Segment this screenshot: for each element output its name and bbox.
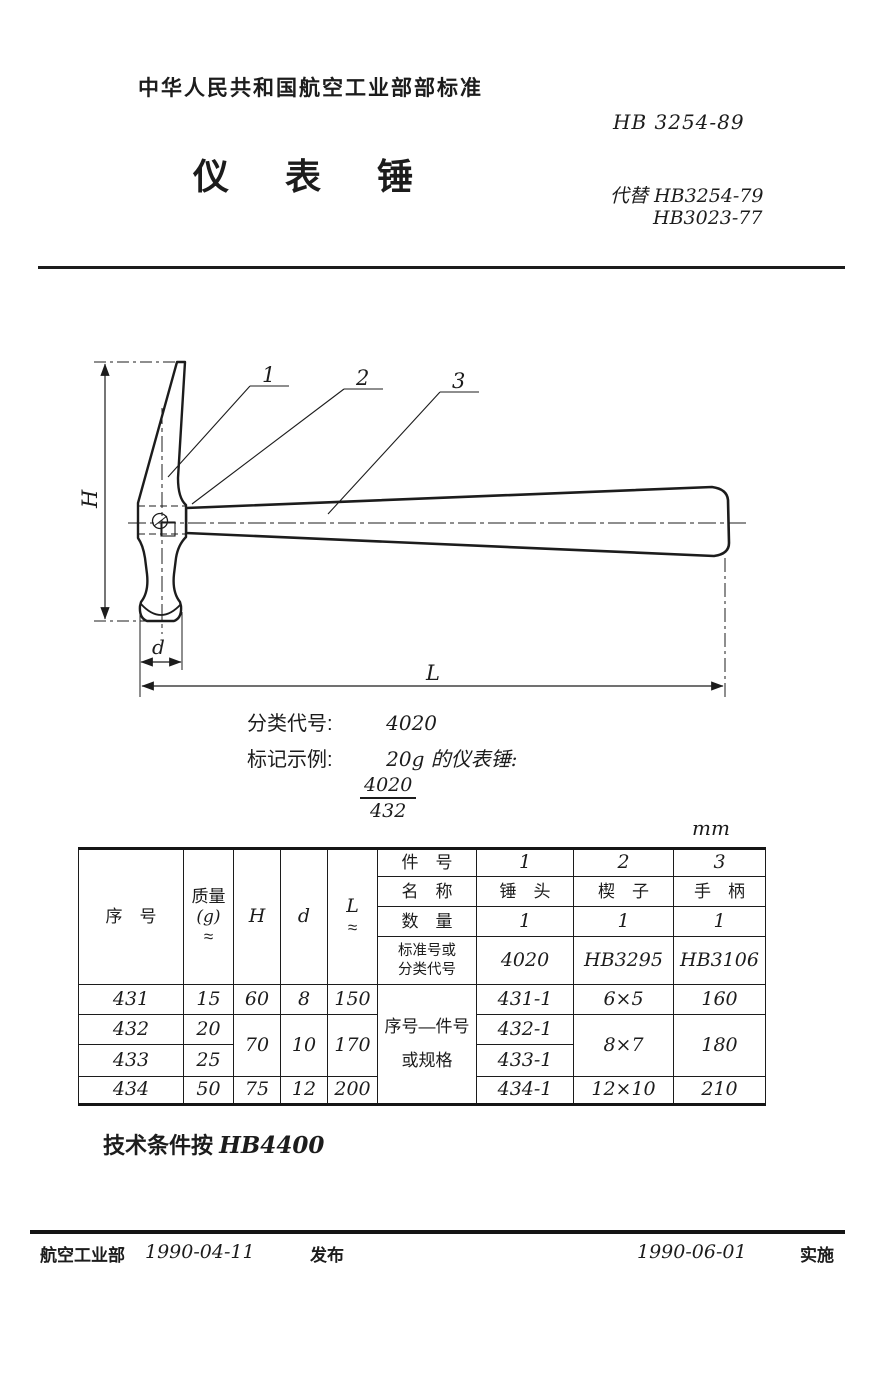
footer-implementation-date: 1990-06-01 [637,1241,747,1263]
d-dimension-label: d [152,635,165,659]
marking-example-text: 20g 的仪表锤: [386,747,518,771]
table-row-part-no: 序 号 质量 (g) ≈ H d L ≈ 件 号 1 2 3 [78,848,766,985]
standard-number: HB 3254-89 [613,110,745,134]
part-name-2: 楔 子 [573,876,674,907]
col-header-serial: 序 号 [78,848,184,985]
callout-1-label: 1 [262,363,275,387]
technical-conditions-note: 技术条件按 HB4400 [103,1128,324,1160]
marking-example-line: 标记示例: 20g 的仪表锤: [247,743,517,772]
row-header-part-no: 件 号 [377,848,477,877]
technical-conditions-label: 技术条件按 [103,1133,214,1158]
h-dimension-label: H [78,489,102,509]
part-432-1: 432-1 [476,1014,574,1045]
d-431: 8 [280,984,328,1015]
col-header-d: d [280,848,328,985]
footer-issuer: 航空工业部 [40,1246,125,1265]
callout-2-leader [191,388,345,505]
col-header-mass: 质量 (g) ≈ [183,848,234,985]
ministry-standard-heading: 中华人民共和国航空工业部部标准 [138,77,483,100]
serial-432: 432 [78,1014,184,1045]
row-header-standard-no: 标准号或 分类代号 [377,936,477,985]
table-row-433: 433 25 433-1 [78,1044,766,1077]
mass-433: 25 [183,1044,234,1077]
hammer-head-outline [136,360,188,623]
h-431: 60 [233,984,281,1015]
mass-432: 20 [183,1014,234,1045]
mass-431: 15 [183,984,234,1015]
eye-hole-circle [151,512,169,530]
part-no-2: 2 [573,848,674,877]
marking-fraction-numerator: 4020 [360,774,417,799]
part-no-3: 3 [673,848,766,877]
document-title: 仪表锤 [193,156,470,197]
spec-column-label: 序号—件号 或规格 [377,984,477,1105]
eye-cross-mark [153,515,168,527]
part-std-1: 4020 [476,936,574,985]
specification-table: 序 号 质量 (g) ≈ H d L ≈ 件 号 1 2 3 名 称 锤 头 楔… [78,847,766,1106]
mass-434: 50 [183,1076,234,1105]
col-header-l: L ≈ [327,848,378,985]
table-row-qty: 数 量 1 1 1 [79,906,766,937]
classification-code: 4020 [386,711,438,735]
handle-431: 160 [673,984,766,1015]
part-std-2: HB3295 [573,936,674,985]
classification-label: 分类代号: [247,713,333,735]
wedge-432-433: 8×7 [573,1014,674,1077]
hammer-face-arc [140,603,182,616]
callout-1-leader [167,385,251,478]
row-header-name: 名 称 [377,876,477,907]
row-header-qty: 数 量 [377,906,477,937]
wedge-434: 12×10 [573,1076,674,1105]
h-432-433: 70 [233,1014,281,1077]
callout-3-leader [327,391,441,515]
serial-434: 434 [78,1076,184,1105]
l-dimension-label: L [425,661,440,685]
part-qty-3: 1 [673,906,766,937]
h-434: 75 [233,1076,281,1105]
serial-431: 431 [78,984,184,1015]
part-qty-1: 1 [476,906,574,937]
handle-432-433: 180 [673,1014,766,1077]
part-name-3: 手 柄 [673,876,766,907]
marking-fraction: 4020 432 [360,774,417,822]
handle-434: 210 [673,1076,766,1105]
d-434: 12 [280,1076,328,1105]
technical-conditions-code: HB4400 [219,1132,325,1159]
col-header-h: H [233,848,281,985]
d-432-433: 10 [280,1014,328,1077]
part-std-3: HB3106 [673,936,766,985]
table-row-434: 434 50 75 12 200 434-1 12×10 210 [78,1076,766,1105]
part-434-1: 434-1 [476,1076,574,1105]
l-434: 200 [327,1076,378,1105]
table-row-standard-no: 标准号或 分类代号 4020 HB3295 HB3106 [79,936,766,985]
hammer-technical-drawing: H d L 1 2 3 [78,360,748,697]
l-431: 150 [327,984,378,1015]
l-432-433: 170 [327,1014,378,1077]
table-row-part-name: 名 称 锤 头 楔 子 手 柄 [79,876,766,907]
part-qty-2: 1 [573,906,674,937]
marking-fraction-denominator: 432 [370,800,407,822]
marking-example-label: 标记示例: [247,749,333,771]
callout-2-label: 2 [355,366,369,390]
part-433-1: 433-1 [476,1044,574,1077]
hammer-handle-outline [184,485,731,558]
part-no-1: 1 [476,848,574,877]
unit-label: mm [692,816,730,840]
callout-3-label: 3 [452,369,465,393]
part-431-1: 431-1 [476,984,574,1015]
wedge-keyway [160,521,176,537]
header-rule [38,266,845,269]
wedge-431: 6×5 [573,984,674,1015]
replaces-standard-1: 代替 HB3254-79 [610,185,764,207]
footer-issue-date: 1990-04-11 [145,1241,255,1263]
footer-rule [30,1230,845,1234]
table-row-431: 431 15 60 8 150 序号—件号 或规格 431-1 6×5 160 [78,984,766,1105]
footer-issue-label: 发布 [310,1246,344,1265]
classification-line: 分类代号: 4020 [247,707,437,736]
serial-433: 433 [78,1044,184,1077]
part-name-1: 锤 头 [476,876,574,907]
replaces-standard-2: HB3023-77 [653,207,763,229]
footer-implementation-label: 实施 [800,1246,834,1265]
